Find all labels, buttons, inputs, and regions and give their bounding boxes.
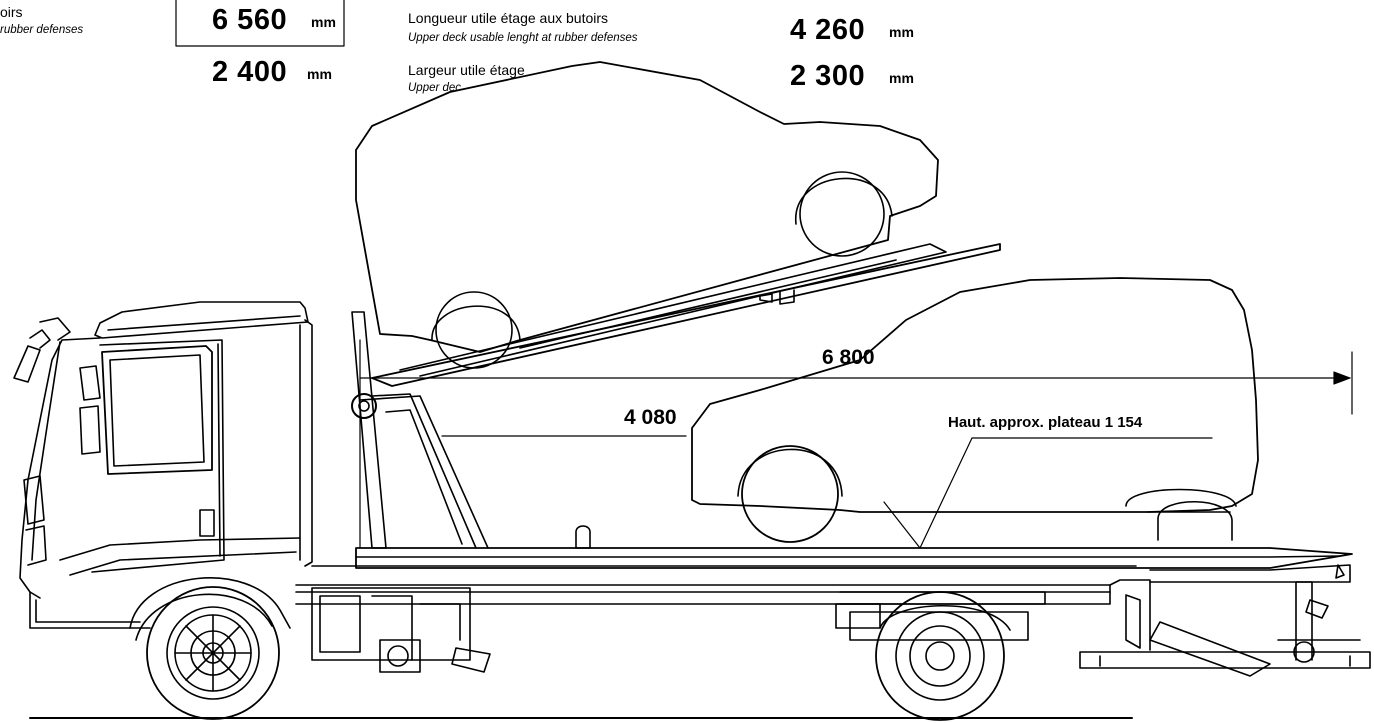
truck-cab (14, 302, 312, 640)
lower-deck-width-unit: mm (307, 66, 332, 82)
upper-deck-length-unit: mm (889, 24, 914, 40)
dimension-lines (360, 340, 1352, 548)
upper-deck (372, 244, 1000, 386)
upper-deck-length-value: 4 260 (790, 14, 866, 46)
lower-deck-length-unit: mm (311, 14, 336, 30)
lower-deck-length-value: 6 560 (212, 4, 288, 36)
upper-deck-length-sublabel: Upper deck usable lenght at rubber defen… (408, 32, 638, 44)
upper-deck-width-unit: mm (889, 70, 914, 86)
dimension-overall-length: 6 800 (822, 346, 875, 369)
platform-height-label: Haut. approx. plateau 1 154 (948, 414, 1143, 431)
dimension-upper-length: 4 080 (624, 406, 677, 429)
upper-car (356, 62, 938, 368)
upper-deck-length-label: Longueur utile étage aux butoirs (408, 10, 609, 26)
lower-deck-length-label: oirs (0, 4, 23, 20)
lower-car (692, 278, 1258, 542)
lower-deck-width-value: 2 400 (212, 56, 288, 88)
front-wheel (147, 587, 279, 719)
lower-platform (352, 312, 1352, 582)
upper-deck-width-sublabel: Upper dec (408, 82, 462, 94)
lower-deck-length-sublabel: rubber defenses (0, 24, 84, 36)
rear-wheel (850, 592, 1028, 720)
upper-deck-width-label: Largeur utile étage (408, 62, 525, 78)
upper-deck-width-value: 2 300 (790, 60, 866, 92)
chassis (296, 566, 1370, 676)
header-box (176, 0, 344, 46)
